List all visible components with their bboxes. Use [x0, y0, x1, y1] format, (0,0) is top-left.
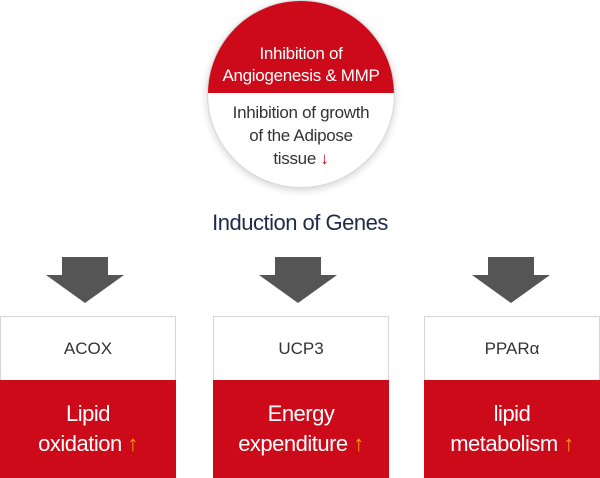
block-arrow-down-icon: [472, 257, 550, 303]
circle-top-section: Inhibition of Angiogenesis & MMP: [208, 1, 394, 93]
effect-line2-wrap: metabolism ↑: [450, 429, 574, 459]
section-heading: Induction of Genes: [212, 210, 388, 235]
effect-line2: expenditure: [238, 431, 348, 456]
down-arrow-icon: ↓: [320, 149, 329, 168]
effect-line1: lipid: [493, 401, 531, 426]
gene-label: ACOX: [63, 339, 113, 358]
gene-label: UCP3: [278, 339, 324, 358]
gene-label: PPARα: [484, 339, 540, 358]
up-arrow-icon: ↑: [353, 431, 364, 456]
gene-box-acox: ACOX Lipid oxidation ↑: [0, 316, 176, 478]
gene-box-ppara: PPARα lipid metabolism ↑: [424, 316, 600, 478]
block-arrow-down-icon: [46, 257, 124, 303]
circle-bottom-line2: of the Adipose: [249, 126, 353, 145]
up-arrow-icon: ↑: [127, 431, 138, 456]
circle-top-line2: Angiogenesis & MMP: [222, 66, 380, 85]
gene-effect: Energy expenditure ↑: [213, 380, 389, 478]
circle-top-line1: Inhibition of: [259, 44, 343, 63]
gene-effect: Lipid oxidation ↑: [0, 380, 176, 478]
up-arrow-icon: ↑: [563, 431, 574, 456]
circle-bottom-line3-wrap: tissue ↓: [208, 147, 394, 170]
circle-bottom-section: Inhibition of growth of the Adipose tiss…: [208, 93, 394, 187]
effect-line2: oxidation: [38, 431, 122, 456]
effect-line2: metabolism: [450, 431, 558, 456]
effect-line1: Lipid: [66, 401, 110, 426]
gene-effect: lipid metabolism ↑: [424, 380, 600, 478]
effect-line2-wrap: expenditure ↑: [238, 429, 364, 459]
effect-line1: Energy: [267, 401, 335, 426]
gene-box-ucp3: UCP3 Energy expenditure ↑: [213, 316, 389, 478]
circle-bottom-line3: tissue: [273, 149, 316, 168]
effect-line2-wrap: oxidation ↑: [38, 429, 138, 459]
summary-circle: Inhibition of Angiogenesis & MMP Inhibit…: [207, 0, 395, 188]
circle-bottom-line1: Inhibition of growth: [232, 103, 370, 122]
block-arrow-down-icon: [259, 257, 337, 303]
